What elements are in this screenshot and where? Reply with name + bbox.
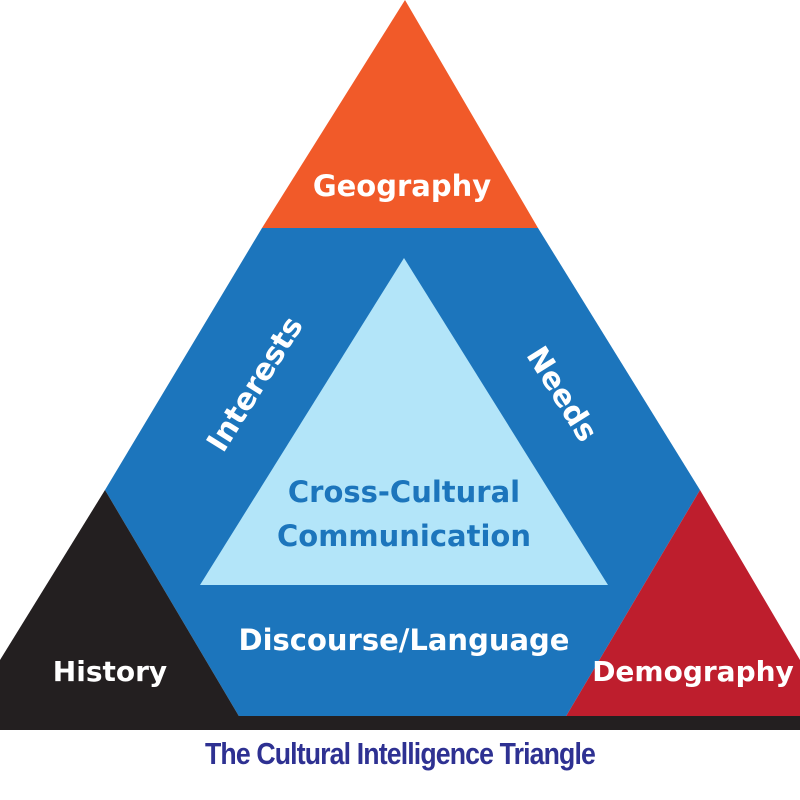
center-line-1: Cross-Cultural <box>288 475 520 509</box>
history-label: History <box>53 655 167 688</box>
diagram-caption: The Cultural Intelligence Triangle <box>204 736 596 771</box>
discourse-language-label: Discourse/Language <box>239 623 570 657</box>
base-bar <box>0 716 800 730</box>
demography-corner <box>565 490 800 718</box>
demography-label: Demography <box>592 655 794 688</box>
geography-label: Geography <box>313 169 491 203</box>
center-triangle <box>200 258 608 585</box>
geography-corner <box>262 0 538 228</box>
history-corner <box>0 490 240 718</box>
center-line-2: Communication <box>277 519 531 553</box>
